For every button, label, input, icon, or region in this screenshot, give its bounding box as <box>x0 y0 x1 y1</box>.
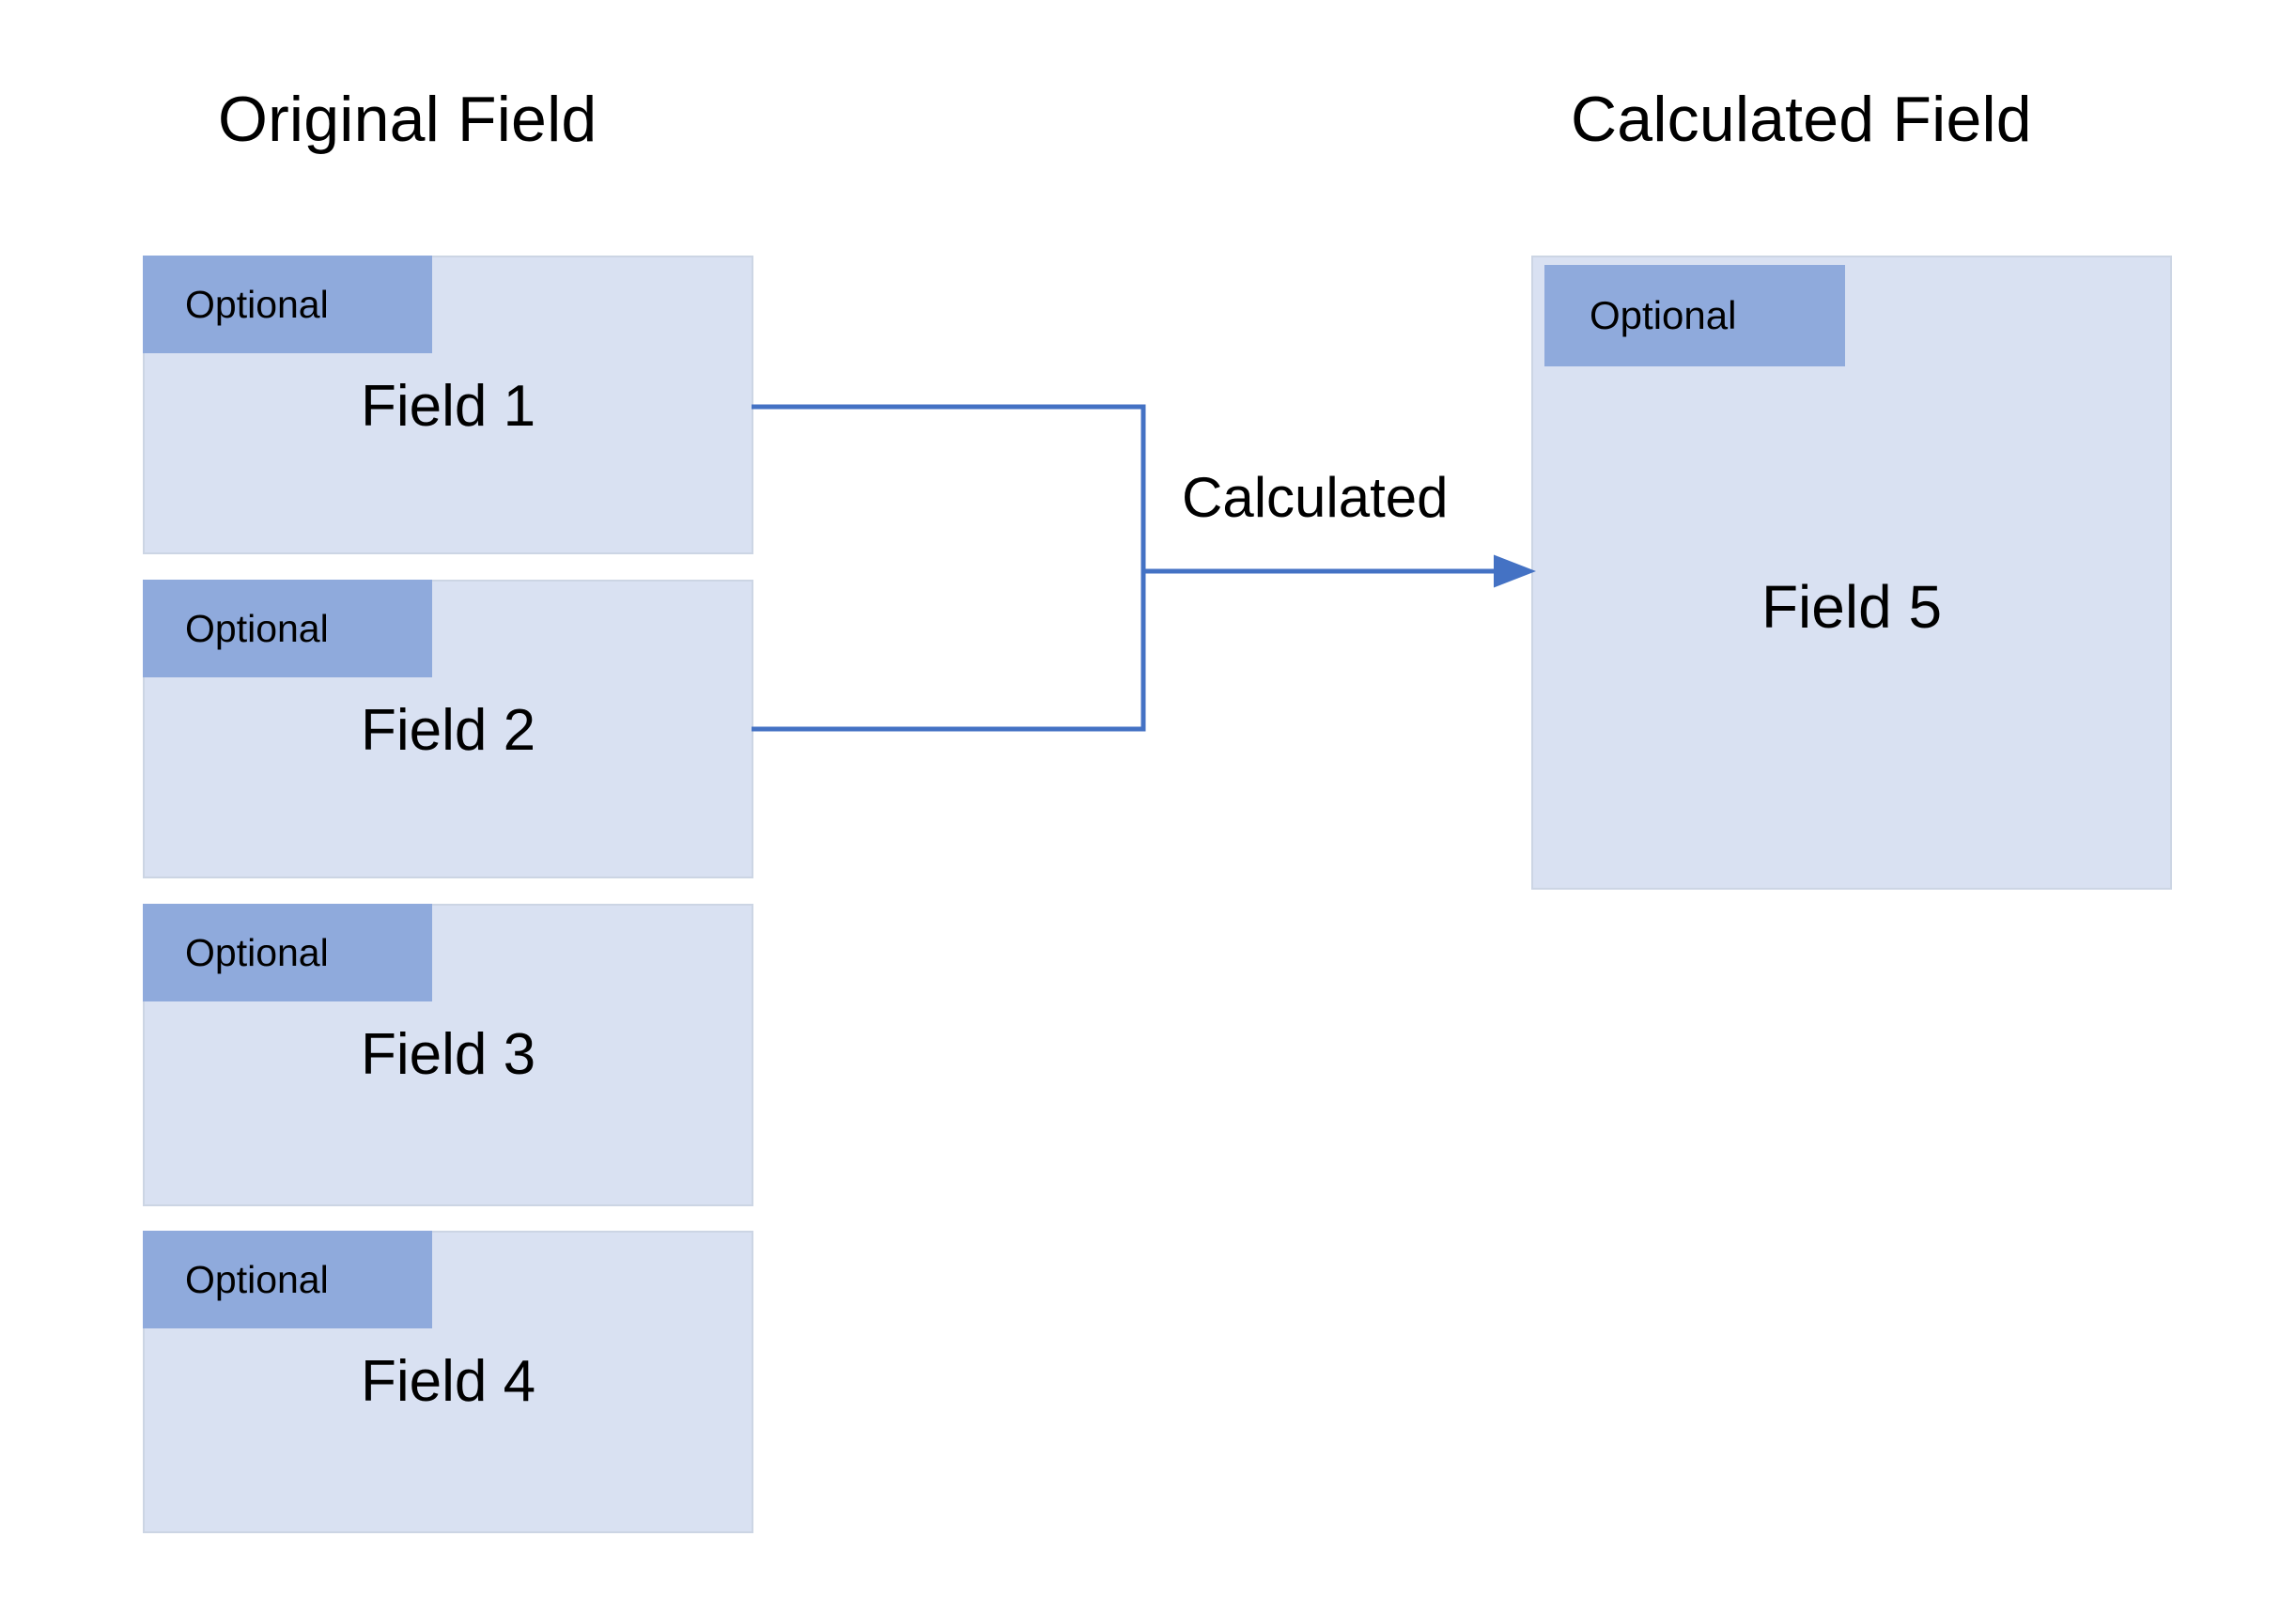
optional-badge: Optional <box>143 256 432 353</box>
original-field-column-title: Original Field <box>218 84 597 155</box>
optional-badge: Optional <box>143 580 432 677</box>
field-name-label: Field 1 <box>360 374 536 439</box>
field-box-field-2[interactable]: Optional Field 2 <box>143 580 753 878</box>
connector-label: Calculated <box>1182 466 1449 529</box>
connector-branch-field-1 <box>752 404 1146 571</box>
field-name-label: Field 4 <box>360 1349 536 1414</box>
field-name-label: Field 3 <box>360 1022 536 1087</box>
optional-badge: Optional <box>143 904 432 1001</box>
connector-branch-field-2 <box>752 571 1146 732</box>
field-name-label: Field 5 <box>1761 573 1943 641</box>
calculated-field-column-title: Calculated Field <box>1571 84 2032 155</box>
field-box-field-3[interactable]: Optional Field 3 <box>143 904 753 1206</box>
field-box-field-4[interactable]: Optional Field 4 <box>143 1231 753 1533</box>
optional-badge: Optional <box>143 1231 432 1328</box>
optional-badge: Optional <box>1544 265 1845 366</box>
field-box-field-1[interactable]: Optional Field 1 <box>143 256 753 554</box>
field-name-label: Field 2 <box>360 698 536 763</box>
field-box-field-5[interactable]: Optional Field 5 <box>1531 256 2172 890</box>
